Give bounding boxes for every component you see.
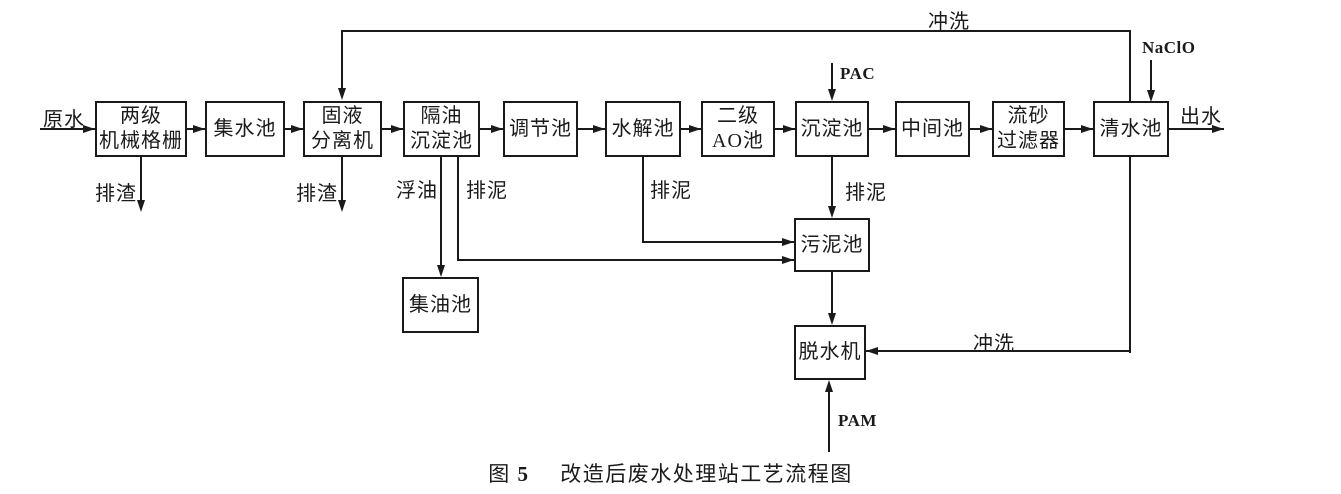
connector-sedimentation-to-intermediate	[869, 128, 895, 130]
arrowhead-hydrolysis-sludge	[782, 238, 794, 246]
label-sludge-discharge-2: 排泥	[650, 180, 692, 202]
label-pac: PAC	[840, 64, 876, 83]
arrowhead-raw-water	[83, 125, 95, 133]
connector-sludge-to-dewatering	[831, 272, 833, 317]
arrowhead-slag-discharge-1	[137, 200, 145, 212]
connector-pac	[831, 63, 833, 93]
connector-flush-top-right-v	[1129, 30, 1131, 102]
arrowhead-effluent	[1212, 125, 1224, 133]
node-mechanical-screen: 两级 机械格栅	[95, 101, 187, 157]
arrowhead-sedimentation-to-intermediate	[883, 125, 895, 133]
connector-sandfilter-to-cleanwater	[1065, 128, 1093, 130]
node-sludge-tank: 污泥池	[794, 218, 870, 272]
connector-flush-top-h	[341, 30, 1131, 32]
connector-hydrolysis-sludge-v	[642, 157, 644, 243]
label-naclo: NaClO	[1142, 38, 1196, 57]
connector-flush-bottom-h	[866, 350, 1131, 352]
label-effluent: 出水	[1180, 106, 1222, 128]
arrowhead-pam	[825, 380, 833, 392]
connector-naclo	[1150, 60, 1152, 92]
arrowhead-screen-to-collection	[193, 125, 205, 133]
label-slag-discharge-2: 排渣	[296, 183, 338, 205]
arrowhead-sedimentation-sludge	[828, 206, 836, 218]
node-sedimentation-tank: 沉淀池	[795, 101, 869, 157]
node-clean-water-tank: 清水池	[1093, 101, 1169, 157]
arrowhead-sandfilter-to-cleanwater	[1081, 125, 1093, 133]
arrowhead-separator-to-oilsed	[391, 125, 403, 133]
arrowhead-oilsed-sludge	[782, 256, 794, 264]
connector-flush-bottom-v	[1129, 157, 1131, 353]
label-flush-top: 冲洗	[928, 11, 970, 33]
arrowhead-hydrolysis-to-ao	[689, 125, 701, 133]
node-dewatering-machine: 脱水机	[794, 325, 866, 380]
figure-label: 图	[488, 462, 511, 486]
label-floating-oil: 浮油	[396, 180, 438, 202]
arrowhead-slag-discharge-2	[338, 200, 346, 212]
arrowhead-pac	[828, 89, 836, 101]
label-pam: PAM	[838, 411, 877, 430]
node-collection-tank: 集水池	[205, 101, 285, 157]
connector-oilsed-sludge-v	[457, 157, 459, 261]
arrowhead-flush-bottom	[866, 347, 878, 355]
arrowhead-oilsed-to-regulating	[491, 125, 503, 133]
connector-slag-discharge-2	[341, 157, 343, 206]
label-sludge-discharge-3: 排泥	[845, 182, 887, 204]
arrowhead-collection-to-separator	[291, 125, 303, 133]
label-sludge-discharge-1: 排泥	[466, 180, 508, 202]
connector-oilsed-sludge-h	[457, 259, 794, 261]
arrowhead-floating-oil	[437, 265, 445, 277]
label-raw-water: 原水	[43, 109, 85, 131]
arrowhead-regulating-to-hydrolysis	[593, 125, 605, 133]
connector-regulating-to-hydrolysis	[578, 128, 605, 130]
node-hydrolysis-tank: 水解池	[605, 101, 681, 157]
label-slag-discharge-1: 排渣	[95, 183, 137, 205]
node-intermediate-tank: 中间池	[895, 101, 970, 157]
node-oil-separation-tank: 隔油 沉淀池	[403, 101, 480, 157]
arrowhead-ao-to-sedimentation	[783, 125, 795, 133]
connector-raw-water	[40, 128, 95, 130]
connector-effluent	[1169, 128, 1224, 130]
connector-slag-discharge-1	[140, 157, 142, 206]
arrowhead-flush-top	[338, 88, 346, 100]
connector-floating-oil	[440, 157, 442, 269]
node-solid-liquid-separator: 固液 分离机	[303, 101, 382, 157]
connector-flush-top-left-v	[341, 30, 343, 92]
arrowhead-sludge-to-dewatering	[828, 313, 836, 325]
arrowhead-intermediate-to-sandfilter	[980, 125, 992, 133]
figure-title: 改造后废水处理站工艺流程图	[560, 462, 853, 486]
node-regulating-tank: 调节池	[503, 101, 578, 157]
node-ao-tank: 二级 AO池	[701, 101, 775, 157]
arrowhead-naclo	[1147, 90, 1155, 102]
connector-pam	[828, 386, 830, 452]
connector-hydrolysis-sludge-h	[642, 241, 794, 243]
connector-sedimentation-sludge	[831, 157, 833, 210]
figure-caption: 图 5 改造后废水处理站工艺流程图	[0, 458, 1341, 488]
node-oil-collection-tank: 集油池	[402, 277, 479, 333]
label-flush-bottom: 冲洗	[973, 333, 1015, 355]
node-sand-filter: 流砂 过滤器	[992, 101, 1065, 157]
figure-number: 5	[517, 462, 530, 486]
